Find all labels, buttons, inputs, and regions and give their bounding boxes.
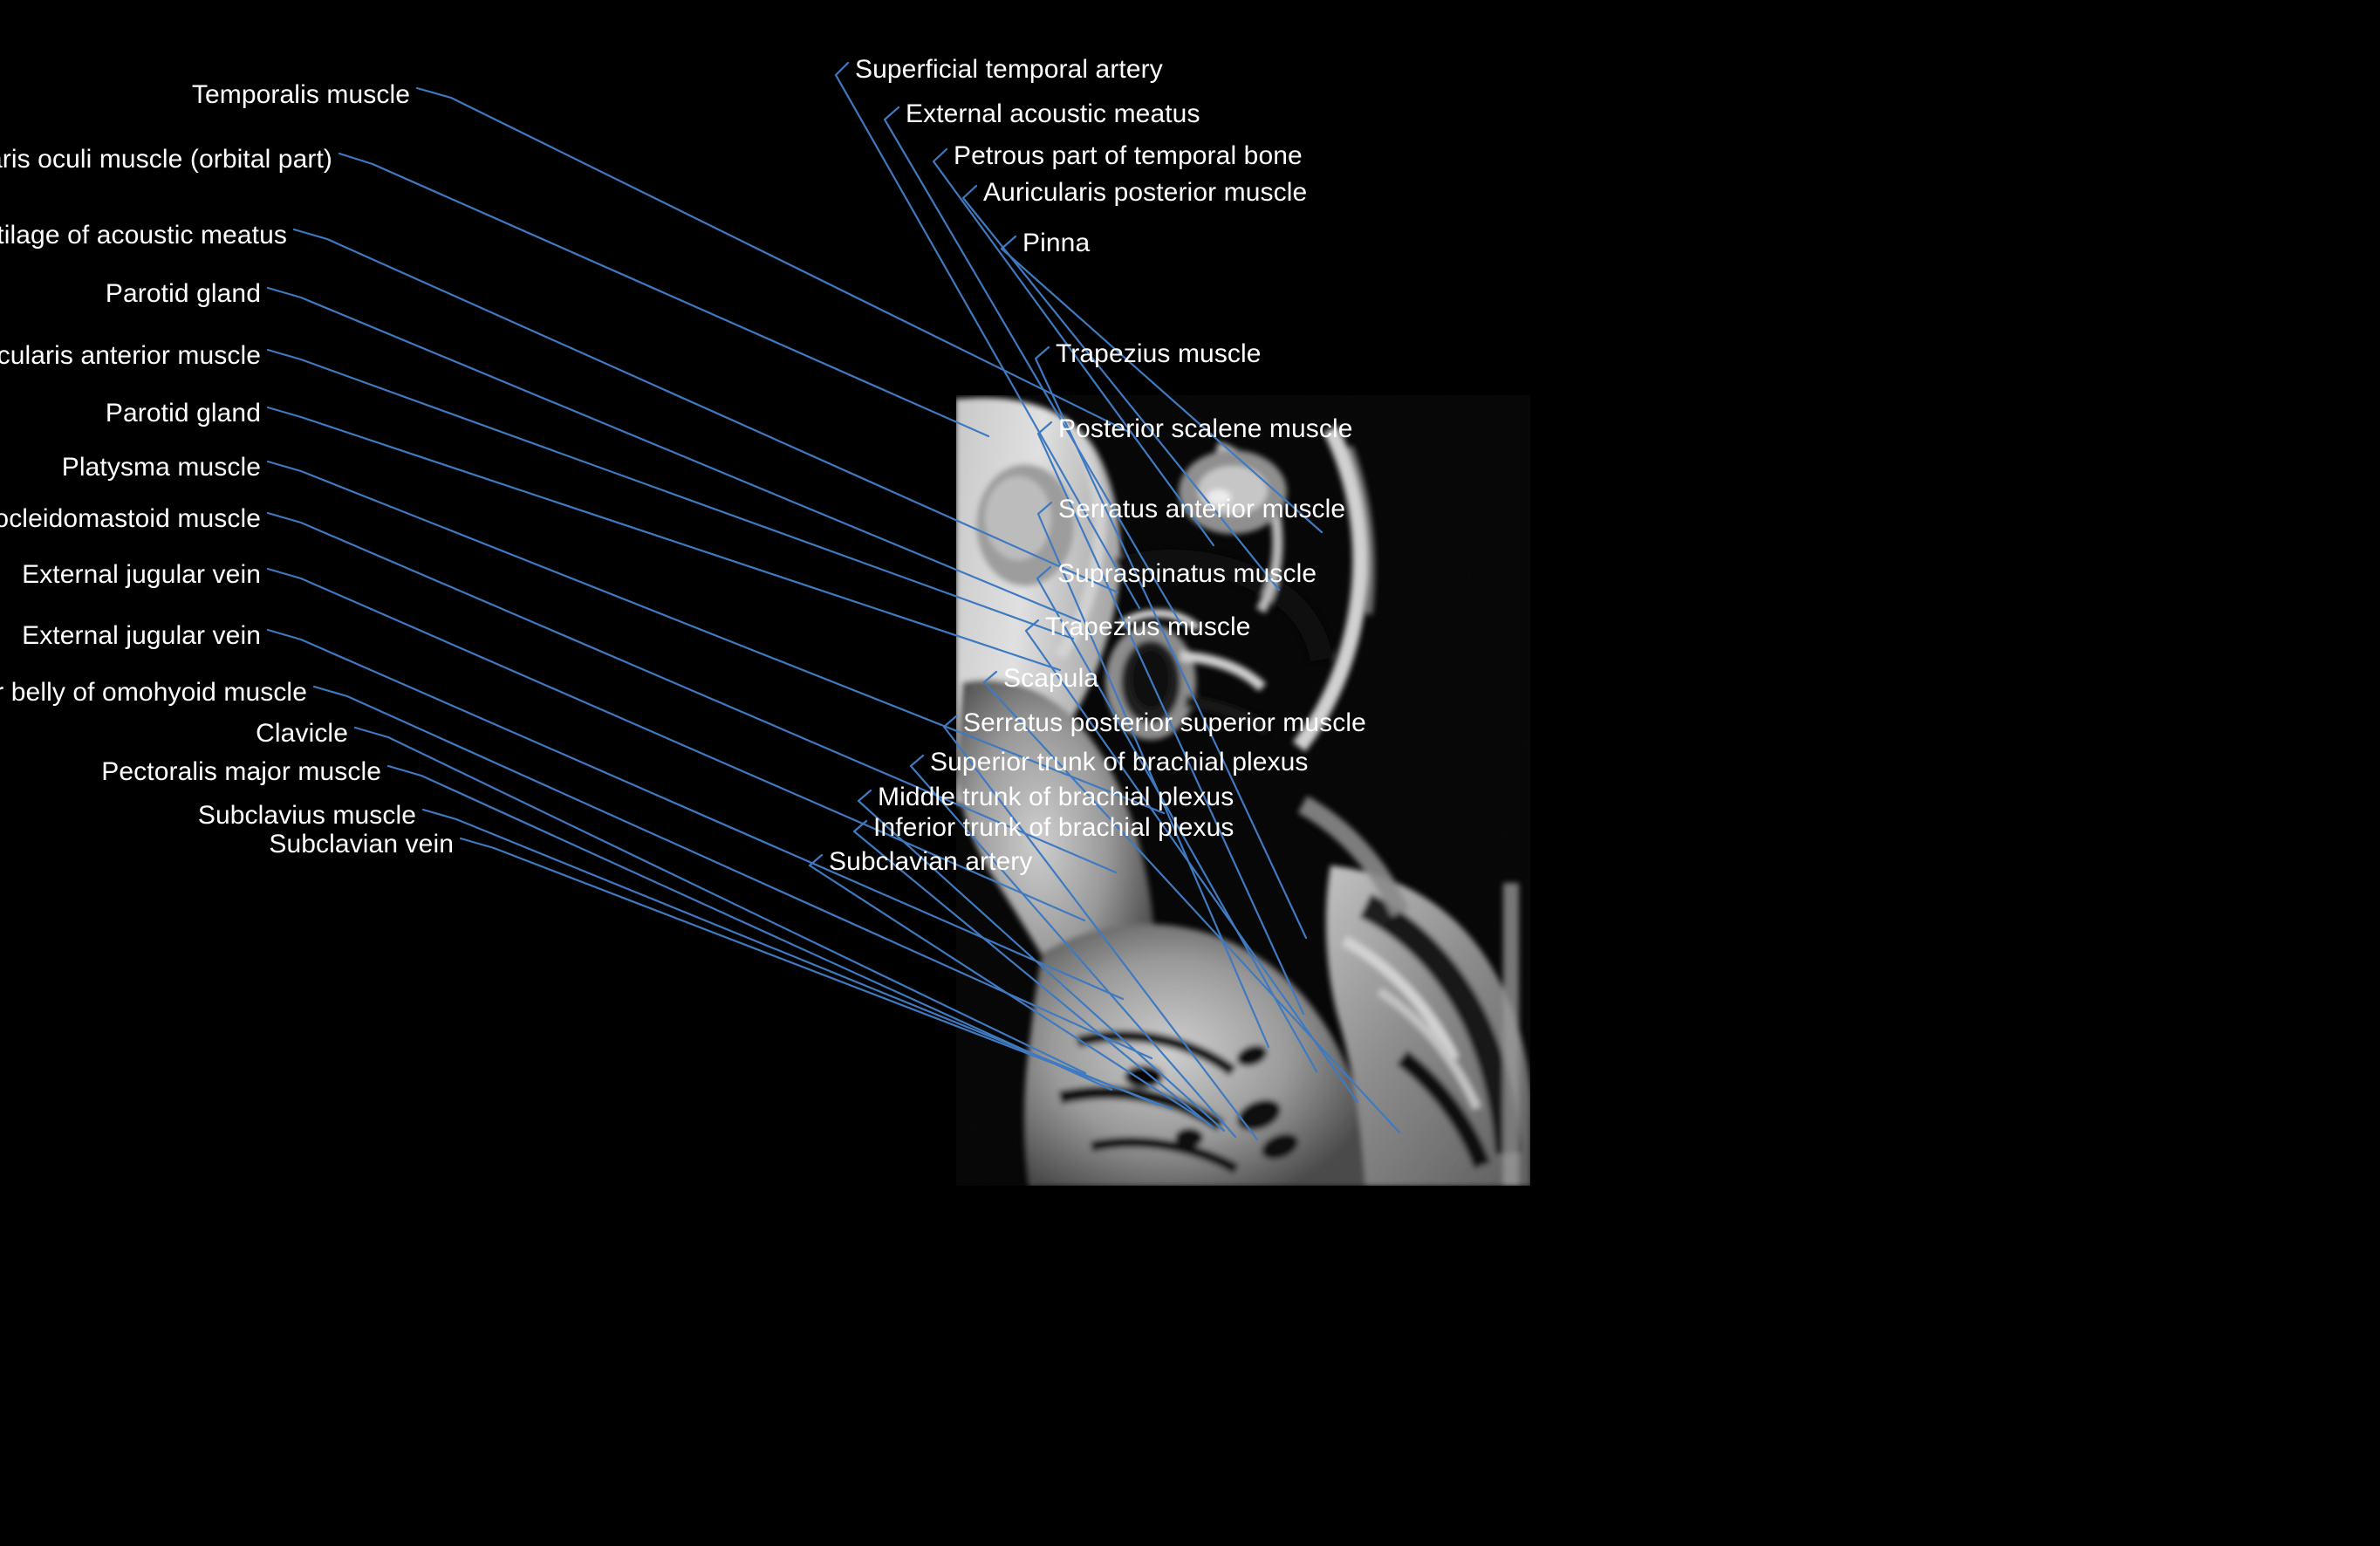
label-inferior-trunk-brachial-plexus: Inferior trunk of brachial plexus [873, 813, 1234, 842]
label-sternocleidomastoid-muscle: Sternocleidomastoid muscle [0, 504, 261, 533]
label-scapula: Scapula [1003, 664, 1099, 693]
label-temporalis-muscle: Temporalis muscle [191, 80, 410, 109]
label-clavicle: Clavicle [256, 719, 348, 748]
label-cartilage-of-acoustic-meatus: Cartilage of acoustic meatus [0, 221, 287, 250]
label-posterior-scalene-muscle: Posterior scalene muscle [1058, 414, 1353, 443]
label-middle-trunk-brachial-plexus: Middle trunk of brachial plexus [878, 783, 1234, 811]
label-superior-trunk-brachial-plexus: Superior trunk of brachial plexus [930, 748, 1309, 776]
leader-line-temporalis-muscle [415, 86, 1132, 434]
leader-line-auricularis-anterior-muscle [266, 348, 1075, 640]
label-petrous-part-of-temporal-bone: Petrous part of temporal bone [954, 141, 1303, 170]
leader-line-orbicularis-oculi-muscle [338, 152, 990, 438]
label-supraspinatus-muscle: Supraspinatus muscle [1057, 559, 1317, 588]
label-trapezius-muscle-upper: Trapezius muscle [1056, 339, 1262, 368]
label-subclavius-muscle: Subclavius muscle [197, 801, 416, 830]
label-subclavian-vein: Subclavian vein [269, 830, 454, 859]
label-orbicularis-oculi-muscle: Orbicularis oculi muscle (orbital part) [0, 145, 332, 174]
label-external-jugular-vein-lower: External jugular vein [22, 621, 261, 650]
label-parotid-gland-upper: Parotid gland [105, 279, 261, 308]
label-serratus-posterior-superior: Serratus posterior superior muscle [963, 708, 1366, 737]
label-external-jugular-vein-upper: External jugular vein [22, 560, 261, 589]
label-superficial-temporal-artery: Superficial temporal artery [855, 55, 1163, 84]
label-auricularis-anterior-muscle: Auricularis anterior muscle [0, 341, 261, 370]
label-platysma-muscle: Platysma muscle [61, 453, 261, 482]
label-pinna: Pinna [1022, 229, 1091, 257]
label-inferior-belly-omohyoid-muscle: Inferior belly of omohyoid muscle [0, 678, 307, 707]
label-parotid-gland-lower: Parotid gland [105, 399, 261, 428]
label-serratus-anterior-muscle: Serratus anterior muscle [1058, 495, 1346, 523]
leader-line-parotid-gland-lower [266, 406, 1062, 672]
label-auricularis-posterior-muscle: Auricularis posterior muscle [983, 178, 1308, 207]
label-pectoralis-major-muscle: Pectoralis major muscle [101, 757, 381, 786]
label-external-acoustic-meatus: External acoustic meatus [906, 99, 1200, 128]
label-trapezius-muscle-lower: Trapezius muscle [1045, 612, 1251, 641]
label-subclavian-artery: Subclavian artery [829, 847, 1033, 876]
